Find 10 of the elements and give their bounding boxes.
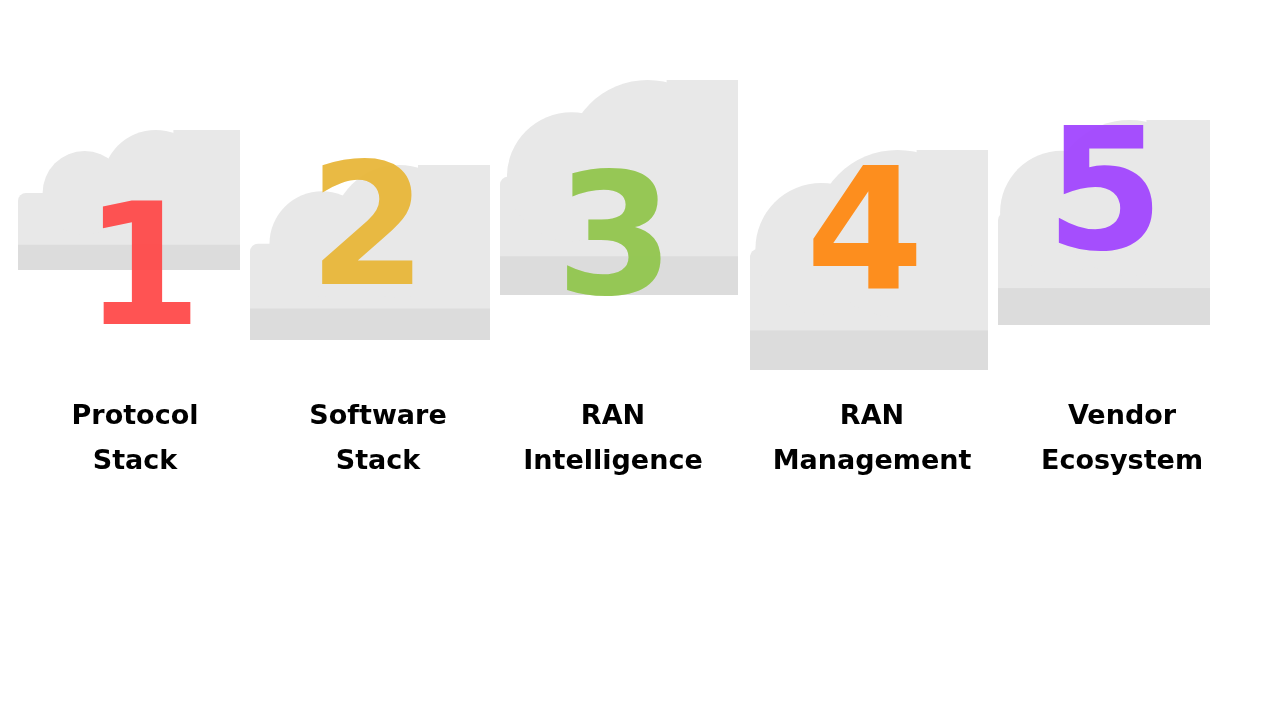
step-label: Software Stack [308, 398, 448, 477]
step-label: RAN Intelligence [522, 398, 704, 477]
step-number: 3 [555, 160, 675, 310]
step-number: 2 [308, 150, 428, 300]
step-number: 1 [83, 190, 203, 340]
step-label: Protocol Stack [70, 398, 200, 477]
step-number: 5 [1045, 115, 1165, 265]
step-number: 4 [805, 155, 925, 305]
step-label: RAN Management [771, 398, 973, 477]
step-label: Vendor Ecosystem [1039, 398, 1205, 477]
